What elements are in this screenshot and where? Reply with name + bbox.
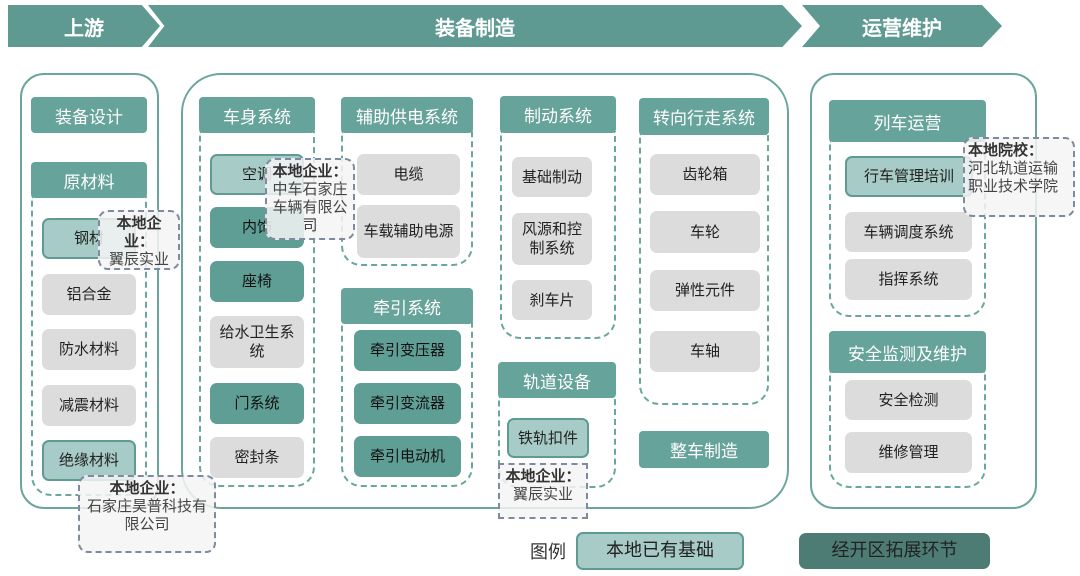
aux-cable: 电缆 xyxy=(357,154,460,195)
operation-dispatch: 车辆调度系统 xyxy=(845,212,972,252)
stage-operation: 运营维护 xyxy=(802,5,1002,47)
materials-header: 原材料 xyxy=(31,162,147,198)
body-seat: 座椅 xyxy=(210,261,304,302)
callout-college: 本地院校：河北轨道运输职业技术学院 xyxy=(963,137,1075,217)
bogie-group xyxy=(639,133,769,405)
legend-existing: 本地已有基础 xyxy=(576,532,744,570)
safety-group xyxy=(829,371,986,488)
body-water: 给水卫生系统 xyxy=(210,316,304,368)
aux-power-header: 辅助供电系统 xyxy=(341,97,473,133)
bogie-wheel: 车轮 xyxy=(650,211,760,253)
callout-yichen-track: 本地企业：翼辰实业 xyxy=(498,463,588,519)
callout-crrc: 本地企业：中车石家庄车辆有限公司 xyxy=(265,158,355,240)
bogie-gearbox: 齿轮箱 xyxy=(650,154,760,195)
brake-group xyxy=(500,131,616,339)
callout-text: 石家庄昊普科技有限公司 xyxy=(86,497,207,533)
body-header: 车身系统 xyxy=(199,97,315,133)
equipment-design-header: 装备设计 xyxy=(31,97,147,133)
callout-text: 翼辰实业 xyxy=(512,485,573,503)
bogie-elastic: 弹性元件 xyxy=(650,270,760,311)
operation-training: 行车管理培训 xyxy=(845,156,973,197)
traction-header: 牵引系统 xyxy=(341,288,473,324)
material-insulation: 绝缘材料 xyxy=(42,440,136,481)
body-door: 门系统 xyxy=(210,383,304,424)
bogie-axle: 车轴 xyxy=(650,331,760,372)
brake-basic: 基础制动 xyxy=(512,157,592,197)
body-group xyxy=(199,131,315,487)
traction-converter: 牵引变流器 xyxy=(354,383,461,424)
operation-command: 指挥系统 xyxy=(845,259,972,300)
stage-manufacturing: 装备制造 xyxy=(148,5,802,47)
callout-title: 本地院校： xyxy=(968,141,1044,159)
brake-header: 制动系统 xyxy=(500,96,616,133)
operation-group xyxy=(829,140,986,317)
callout-haopu: 本地企业：石家庄昊普科技有限公司 xyxy=(78,475,216,553)
operation-container xyxy=(810,73,1037,509)
operation-header: 列车运营 xyxy=(829,100,986,142)
stage-upstream: 上游 xyxy=(8,5,160,47)
traction-group xyxy=(341,321,473,487)
traction-motor: 牵引电动机 xyxy=(354,436,461,477)
material-waterproof: 防水材料 xyxy=(42,329,136,370)
legend-expansion: 经开区拓展环节 xyxy=(799,533,990,569)
callout-text: 翼辰实业 xyxy=(108,250,169,268)
material-damping: 减震材料 xyxy=(42,385,136,426)
callout-title: 本地企业： xyxy=(109,479,185,497)
bogie-header: 转向行走系统 xyxy=(639,98,769,135)
traction-transformer: 牵引变压器 xyxy=(354,330,461,371)
safety-maintenance: 维修管理 xyxy=(845,432,972,473)
brake-pad: 刹车片 xyxy=(512,280,592,320)
track-header: 轨道设备 xyxy=(498,362,616,398)
aux-onboard-power: 车载辅助电源 xyxy=(357,205,460,258)
track-fastener: 铁轨扣件 xyxy=(507,418,589,458)
manufacturing-container xyxy=(181,73,789,509)
safety-header: 安全监测及维护 xyxy=(829,331,986,373)
callout-title: 本地企业： xyxy=(272,162,348,180)
safety-inspection: 安全检测 xyxy=(845,380,972,420)
callout-title: 本地企业： xyxy=(116,214,162,250)
whole-vehicle-manufacturing: 整车制造 xyxy=(639,431,769,468)
material-aluminum: 铝合金 xyxy=(42,274,136,315)
legend-label: 图例 xyxy=(530,542,566,563)
callout-text: 河北轨道运输职业技术学院 xyxy=(968,159,1059,195)
callout-yichen-steel: 本地企业：翼辰实业 xyxy=(98,210,180,270)
callout-text: 中车石家庄车辆有限公司 xyxy=(272,180,348,234)
body-seal: 密封条 xyxy=(210,437,304,478)
brake-air: 风源和控制系统 xyxy=(512,213,592,265)
callout-title: 本地企业： xyxy=(505,467,581,485)
